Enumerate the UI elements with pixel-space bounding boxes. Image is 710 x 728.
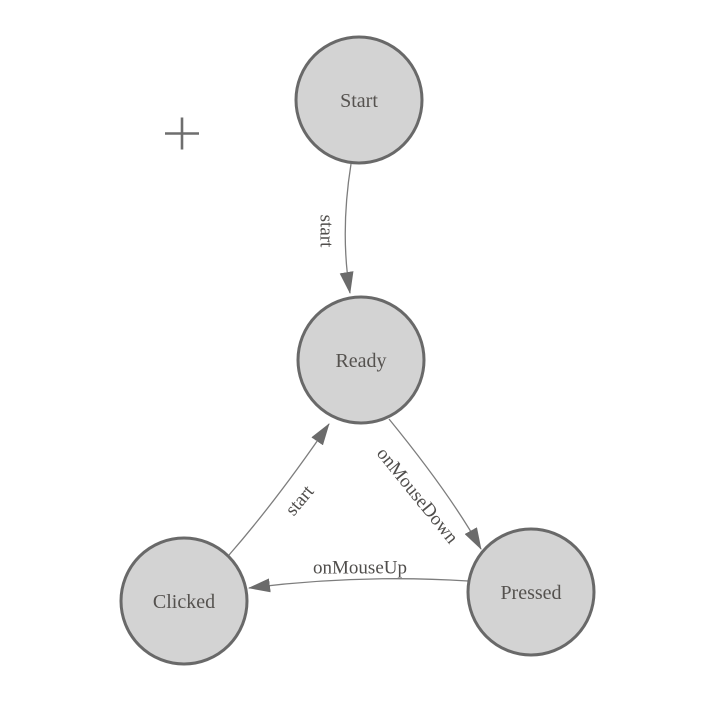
state-circle[interactable] (466, 527, 596, 657)
state-node-pressed[interactable]: Pressed (466, 527, 596, 657)
edge-line[interactable] (388, 418, 482, 550)
state-node-ready[interactable]: Ready (296, 295, 426, 425)
state-label: Start (340, 90, 378, 112)
state-circle[interactable] (296, 295, 426, 425)
edge-label: onMouseUp (313, 558, 407, 579)
edge-pressed-to-clicked[interactable]: onMouseUp (248, 558, 469, 593)
edge-label: start (281, 481, 319, 520)
crosshair-plus-icon (165, 117, 199, 150)
edge-clicked-to-ready[interactable]: start (228, 423, 330, 556)
edge-line[interactable] (248, 578, 469, 593)
state-label: Ready (335, 350, 386, 372)
edge-line[interactable] (228, 423, 330, 556)
state-circle[interactable] (294, 35, 424, 165)
edge-label: onMouseDown (372, 444, 462, 549)
edge-line[interactable] (339, 163, 354, 294)
state-node-start[interactable]: Start (294, 35, 424, 165)
state-circle[interactable] (119, 536, 249, 666)
edge-start-to-ready[interactable]: start (315, 163, 354, 294)
state-label: Pressed (500, 582, 561, 604)
edge-ready-to-pressed[interactable]: onMouseDown (372, 418, 482, 550)
state-node-clicked[interactable]: Clicked (119, 536, 249, 666)
edge-label: start (315, 215, 336, 248)
state-label: Clicked (153, 591, 215, 613)
